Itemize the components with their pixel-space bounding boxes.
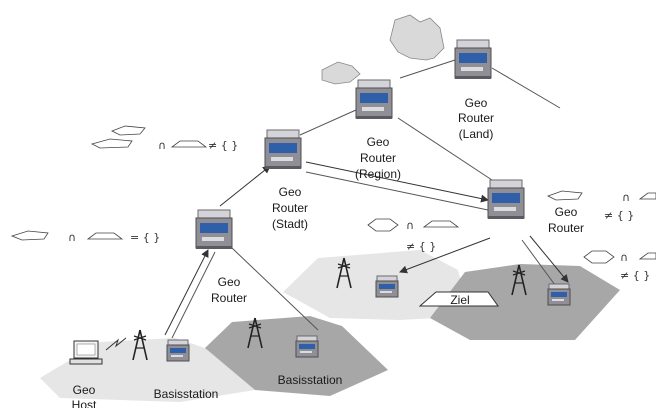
region-map-icon <box>321 61 361 85</box>
cell-area-right-dark <box>430 264 620 340</box>
link-region-land <box>399 59 456 79</box>
base-station-left-label: Basisstation <box>154 387 219 401</box>
router-region-label-3: (Region) <box>355 167 401 181</box>
condition-left-shapes <box>10 230 124 241</box>
condition-mid-intersect: ∩ <box>406 219 414 232</box>
geo-router-east-icon[interactable] <box>487 179 525 220</box>
router-stadt-label-3: (Stadt) <box>272 217 308 231</box>
link-stadt-east-2 <box>305 171 489 211</box>
link-east-target <box>521 239 556 286</box>
link-land-east <box>491 67 561 109</box>
geo-router-local-icon[interactable] <box>195 209 233 250</box>
condition-east-shapes <box>546 190 656 201</box>
router-stadt-label-1: Geo <box>279 185 302 199</box>
condition-stadt-relation: ≠ { } <box>208 139 238 152</box>
base-station-left-router-icon <box>166 339 190 362</box>
base-station-right-label: Basisstation <box>278 373 343 387</box>
link-region-east <box>397 117 493 181</box>
geo-router-land-icon[interactable] <box>454 39 492 80</box>
germany-map-icon <box>389 14 445 61</box>
wireless-link-icon <box>105 337 127 351</box>
base-station-mid-router-icon <box>295 335 319 358</box>
geo-router-stadt-icon[interactable] <box>264 129 302 170</box>
condition-east-intersect: ∩ <box>622 191 630 204</box>
condition-stadt-shapes <box>90 125 208 149</box>
condition-left-intersect: ∩ <box>68 231 76 244</box>
router-east-label-1: Geo <box>555 205 578 219</box>
geo-host-computer-icon[interactable] <box>69 340 103 365</box>
condition-stadt-intersect: ∩ <box>158 139 166 152</box>
router-land-label-1: Geo <box>465 96 488 110</box>
router-land-label-2: Router <box>458 111 494 125</box>
base-station-far-router-icon <box>547 283 571 306</box>
target-zone-shape <box>418 291 499 307</box>
router-local-label-2: Router <box>211 291 247 305</box>
link-east-station-left <box>399 237 491 274</box>
condition-right-intersect: ∩ <box>620 251 628 264</box>
router-region-label-1: Geo <box>367 135 390 149</box>
link-host-local-1 <box>164 249 209 336</box>
condition-mid-shapes <box>367 218 460 232</box>
link-local-station <box>231 247 319 331</box>
geo-host-label-1: Geo <box>73 383 96 397</box>
link-stadt-region <box>299 109 357 136</box>
base-station-right-router-icon <box>375 275 399 298</box>
geo-host-label-2: Host <box>72 398 97 408</box>
router-east-label-2: Router <box>548 221 584 235</box>
target-zone-label: Ziel <box>450 293 469 307</box>
geo-router-region-icon[interactable] <box>355 79 393 120</box>
router-local-label-1: Geo <box>218 275 241 289</box>
link-east-station-right <box>529 235 569 283</box>
link-local-stadt <box>219 165 271 207</box>
condition-left-relation: = { } <box>130 231 160 244</box>
condition-right-relation: ≠ { } <box>620 269 650 282</box>
router-stadt-label-2: Router <box>272 201 308 215</box>
link-host-local-2 <box>171 251 216 339</box>
router-region-label-2: Router <box>360 151 396 165</box>
condition-right-shapes <box>583 250 656 264</box>
link-stadt-east-1 <box>305 161 489 203</box>
router-land-label-3: (Land) <box>459 127 494 141</box>
condition-east-relation: ≠ { } <box>604 209 634 222</box>
condition-mid-relation: ≠ { } <box>406 240 436 253</box>
